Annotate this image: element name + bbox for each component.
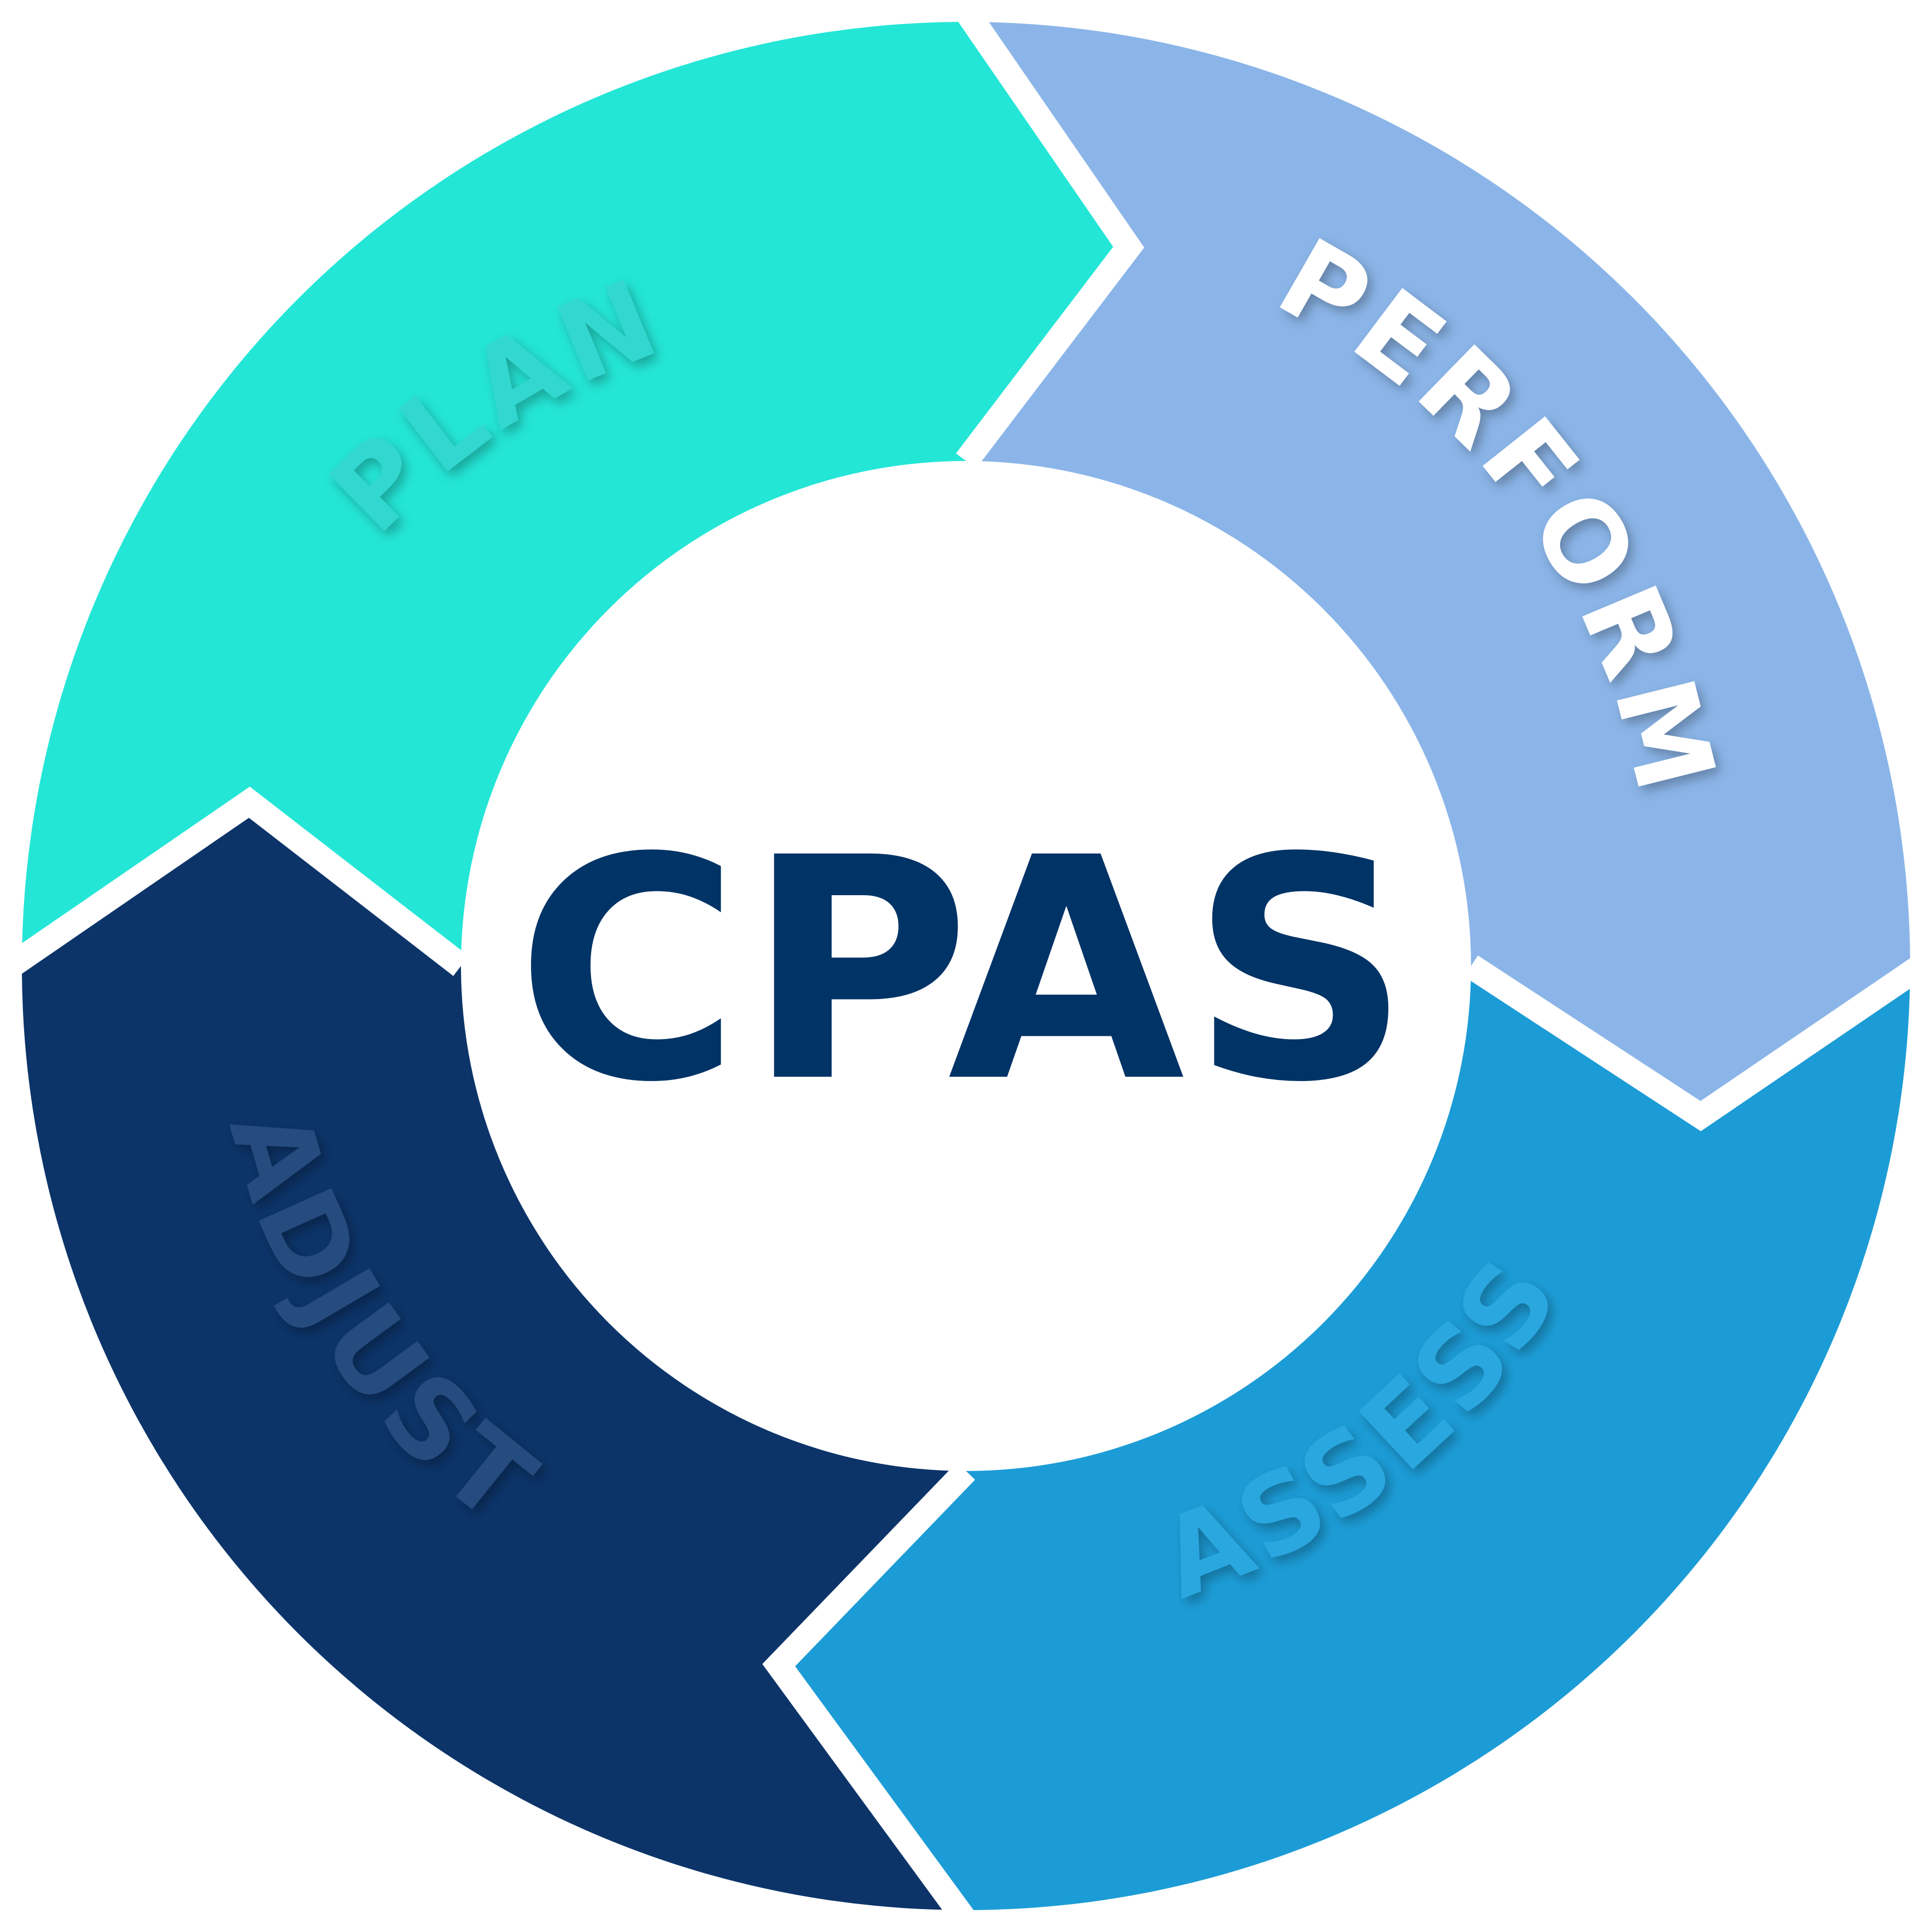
divider-plan-perform xyxy=(955,3,1145,469)
segment-dividers xyxy=(3,3,1928,1929)
segment-plan xyxy=(22,22,1129,966)
segment-adjust xyxy=(22,802,966,1910)
center-title: CPAS xyxy=(516,793,1416,1149)
segment-perform xyxy=(966,22,1910,1116)
divider-perform-assess xyxy=(1464,955,1928,1131)
divider-assess-adjust xyxy=(762,1462,977,1929)
divider-adjust-plan xyxy=(3,786,469,977)
center-disc xyxy=(474,474,1458,1458)
segment-assess xyxy=(779,966,1910,1910)
